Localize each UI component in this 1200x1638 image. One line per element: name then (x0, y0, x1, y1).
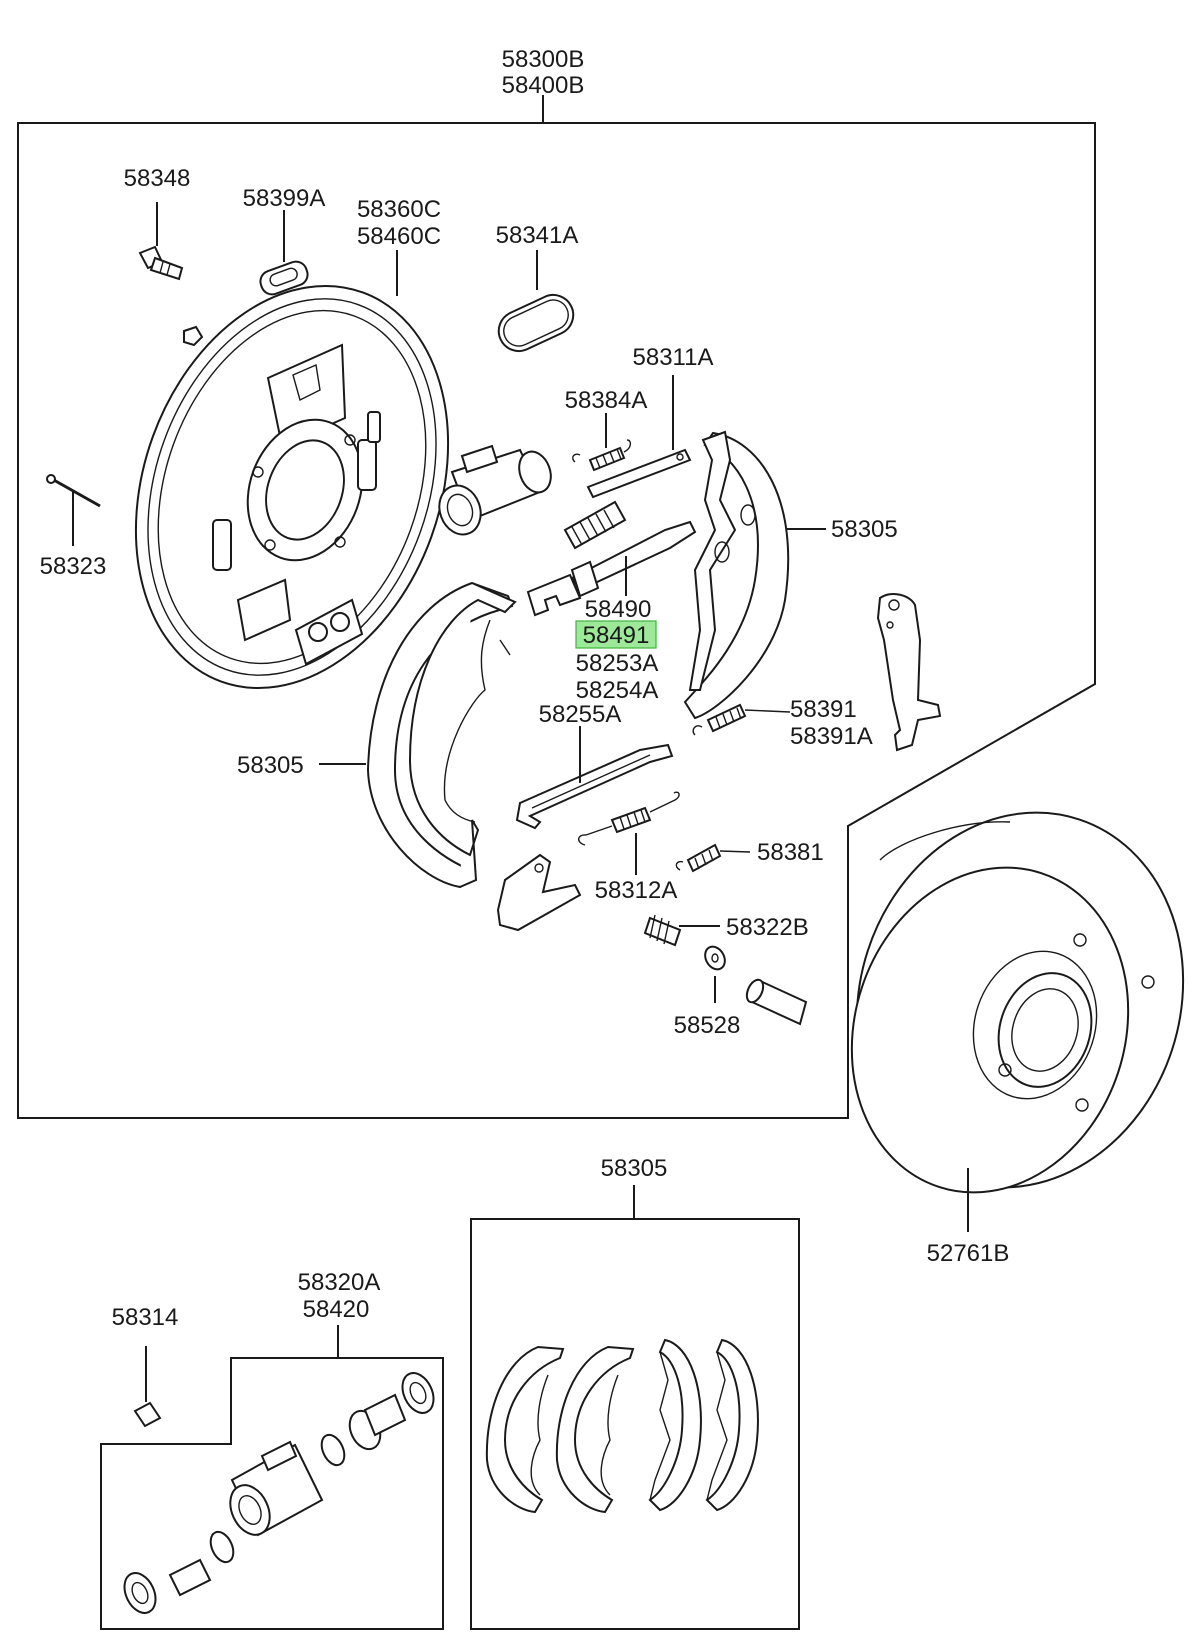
label-58348[interactable]: 58348 (124, 165, 191, 192)
upper-return-spring[interactable] (572, 439, 632, 472)
label-58381[interactable]: 58381 (757, 839, 824, 866)
label-58253A[interactable]: 58253A (576, 650, 659, 677)
label-58384A[interactable]: 58384A (565, 387, 648, 414)
label-58314[interactable]: 58314 (112, 1304, 179, 1331)
backing-plate[interactable] (82, 242, 502, 732)
main-assembly-frame (17, 122, 1096, 1119)
label-52761B[interactable]: 52761B (927, 1240, 1010, 1267)
label-58305-kit[interactable]: 58305 (601, 1155, 668, 1182)
label-58528[interactable]: 58528 (674, 1012, 741, 1039)
label-58312A[interactable]: 58312A (595, 877, 678, 904)
label-58399A[interactable]: 58399A (243, 185, 326, 212)
adjuster-lever[interactable] (496, 853, 582, 932)
label-58254A[interactable]: 58254A (576, 677, 659, 704)
label-58305-right[interactable]: 58305 (831, 516, 898, 543)
label-58391[interactable]: 58391 (790, 696, 857, 723)
bleeder-bolt[interactable] (138, 245, 184, 281)
label-58323[interactable]: 58323 (40, 553, 107, 580)
brake-drum[interactable] (809, 770, 1200, 1230)
shoe-adjuster[interactable] (526, 520, 697, 617)
label-58391A[interactable]: 58391A (790, 723, 873, 750)
adjuster-strut[interactable] (515, 743, 674, 830)
hold-down-spring[interactable] (675, 843, 751, 873)
label-58460C[interactable]: 58460C (357, 223, 441, 250)
shoe-hold-spring[interactable] (643, 914, 682, 947)
label-58311A[interactable]: 58311A (633, 344, 714, 371)
lower-return-spring[interactable] (692, 703, 791, 736)
parking-brake-lever[interactable] (876, 593, 942, 752)
rubber-plug[interactable] (257, 259, 310, 298)
label-58255A[interactable]: 58255A (539, 701, 622, 728)
adjuster-spring[interactable] (578, 791, 680, 846)
wheel-cylinder-kit-parts[interactable] (118, 1368, 439, 1618)
wheel-cylinder[interactable] (433, 444, 557, 540)
anchor-pin (745, 978, 808, 1026)
retainer-washer[interactable] (701, 943, 729, 973)
label-58400B[interactable]: 58400B (502, 72, 585, 99)
label-58320A[interactable]: 58320A (298, 1269, 381, 1296)
brake-shoe-right[interactable] (683, 430, 790, 720)
gasket-ring[interactable] (492, 288, 580, 357)
label-58300B[interactable]: 58300B (502, 46, 585, 73)
hold-down-pin[interactable] (46, 474, 101, 508)
shoe-kit-parts[interactable] (485, 1338, 759, 1514)
label-58490[interactable]: 58490 (585, 596, 652, 623)
brake-shoe-left[interactable] (366, 581, 517, 889)
bleeder-cap[interactable] (133, 1401, 162, 1428)
label-58322B[interactable]: 58322B (726, 914, 809, 941)
label-58491[interactable]: 58491 (583, 622, 650, 649)
label-58305-left[interactable]: 58305 (237, 752, 304, 779)
label-58420[interactable]: 58420 (303, 1296, 370, 1323)
adjuster-link-rod[interactable] (563, 448, 692, 550)
wheel-cylinder-frame (100, 1357, 444, 1630)
label-58360C[interactable]: 58360C (357, 196, 441, 223)
plate-nut (183, 325, 204, 347)
highlight-58491 (575, 620, 657, 649)
label-58341A[interactable]: 58341A (496, 222, 579, 249)
